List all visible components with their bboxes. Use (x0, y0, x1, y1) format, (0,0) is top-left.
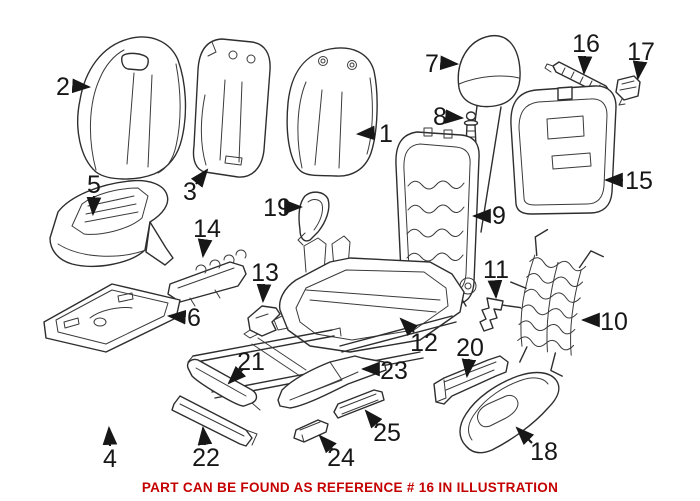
part-label-20: 20 (456, 334, 484, 362)
part-label-2: 2 (56, 73, 70, 101)
part-label-3: 3 (183, 178, 197, 206)
part-label-12: 12 (410, 329, 438, 357)
part-23-side-trim (277, 355, 387, 409)
arrow-to-part-18 (515, 426, 535, 446)
part-2-seat-back-cover (77, 36, 187, 180)
arrow-to-part-2 (71, 78, 92, 94)
arrow-to-part-8 (444, 109, 465, 124)
part-label-21: 21 (237, 348, 265, 376)
part-label-8: 8 (433, 103, 447, 131)
arrow-to-part-11 (487, 279, 503, 300)
part-label-10: 10 (600, 308, 628, 336)
part-13-mounting-bracket (243, 305, 281, 339)
part-21-trim-rail (186, 358, 261, 411)
part-6-seat-pan (43, 283, 181, 353)
arrow-to-part-24 (318, 434, 337, 454)
part-22-trim-rail (171, 395, 258, 447)
reference-caption: PART CAN BE FOUND AS REFERENCE # 16 IN I… (141, 480, 559, 495)
arrow-to-part-4 (102, 425, 118, 447)
part-label-16: 16 (572, 30, 600, 58)
part-label-5: 5 (87, 171, 101, 199)
arrow-to-part-25 (364, 409, 383, 429)
part-11-lumbar-clip (479, 297, 504, 332)
arrow-to-part-16 (577, 55, 593, 76)
part-label-6: 6 (187, 304, 201, 332)
part-14-cable-bracket (167, 249, 247, 307)
part-label-7: 7 (425, 50, 439, 78)
part-label-23: 23 (380, 357, 408, 385)
arrow-to-part-6 (166, 309, 187, 325)
part-label-22: 22 (192, 444, 220, 472)
part-label-1: 1 (379, 120, 393, 148)
part-1-seat-back-cover (286, 47, 378, 177)
part-3-backrest-pad (192, 38, 271, 178)
part-label-24: 24 (327, 444, 355, 472)
part-10-lumbar-support-mat (501, 228, 604, 377)
part-24-clip (293, 419, 329, 443)
part-label-13: 13 (251, 259, 279, 287)
part-label-19: 19 (263, 194, 291, 222)
part-17-clip (615, 75, 641, 106)
part-15-backrest-rear-panel (510, 85, 617, 215)
part-number-labels: 1 2 3 4 5 6 7 8 9 10 11 12 13 14 15 16 1… (56, 30, 655, 473)
arrow-to-part-21 (227, 365, 247, 385)
part-18-side-panel (459, 371, 560, 454)
part-label-25: 25 (373, 419, 401, 447)
arrow-to-part-14 (197, 238, 213, 259)
arrow-to-part-1 (355, 125, 376, 141)
part-label-9: 9 (492, 202, 506, 230)
arrow-to-part-5 (86, 195, 102, 217)
part-label-15: 15 (625, 167, 653, 195)
part-25-rail-trim (333, 389, 385, 419)
part-label-18: 18 (530, 438, 558, 466)
arrow-to-part-7 (439, 55, 460, 71)
arrow-to-part-17 (632, 60, 648, 81)
arrow-to-part-20 (461, 358, 477, 379)
part-label-11: 11 (483, 256, 509, 284)
arrow-to-part-22 (197, 425, 213, 446)
arrow-to-part-13 (256, 283, 272, 304)
part-label-14: 14 (193, 215, 221, 243)
leader-arrows (71, 55, 648, 454)
arrow-to-part-3 (190, 168, 209, 188)
part-19-side-bracket (297, 191, 330, 246)
part-label-17: 17 (627, 38, 655, 66)
part-5-seat-cushion-pad (49, 179, 174, 267)
part-label-4: 4 (103, 445, 117, 473)
arrow-to-part-12 (399, 317, 419, 337)
